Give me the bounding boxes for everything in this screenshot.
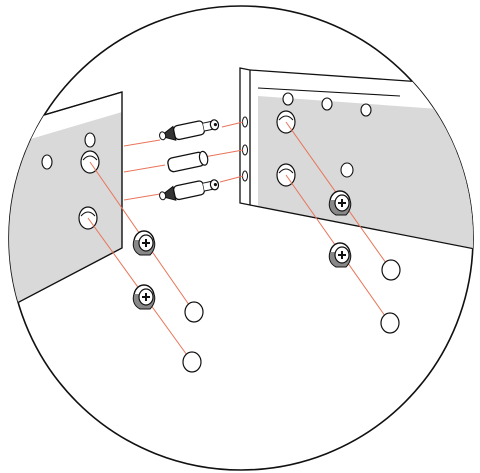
cam-lock-icon [132,230,156,256]
wooden-dowel-icon [167,150,209,173]
cover-caps [182,259,401,373]
panel-hole-icon [321,97,333,111]
panel-hole-icon [360,103,372,117]
dowels [157,116,221,204]
edge-hole-icon [242,170,248,182]
cam-lock-icon [132,284,156,310]
panel-hole-icon [41,154,53,170]
cover-cap-icon [184,301,204,323]
cam-lock-icon [328,242,352,268]
cover-cap-icon [380,312,400,334]
edge-hole-icon [242,116,248,128]
panel-hole-icon [340,162,354,178]
panel-hole-icon [84,132,96,148]
cover-cap-icon [381,259,401,281]
edge-hole-icon [242,144,248,156]
cam-lock-icon [328,190,352,216]
panel-hole-icon [282,92,294,106]
cover-cap-icon [182,351,202,373]
right-panel [239,67,473,251]
